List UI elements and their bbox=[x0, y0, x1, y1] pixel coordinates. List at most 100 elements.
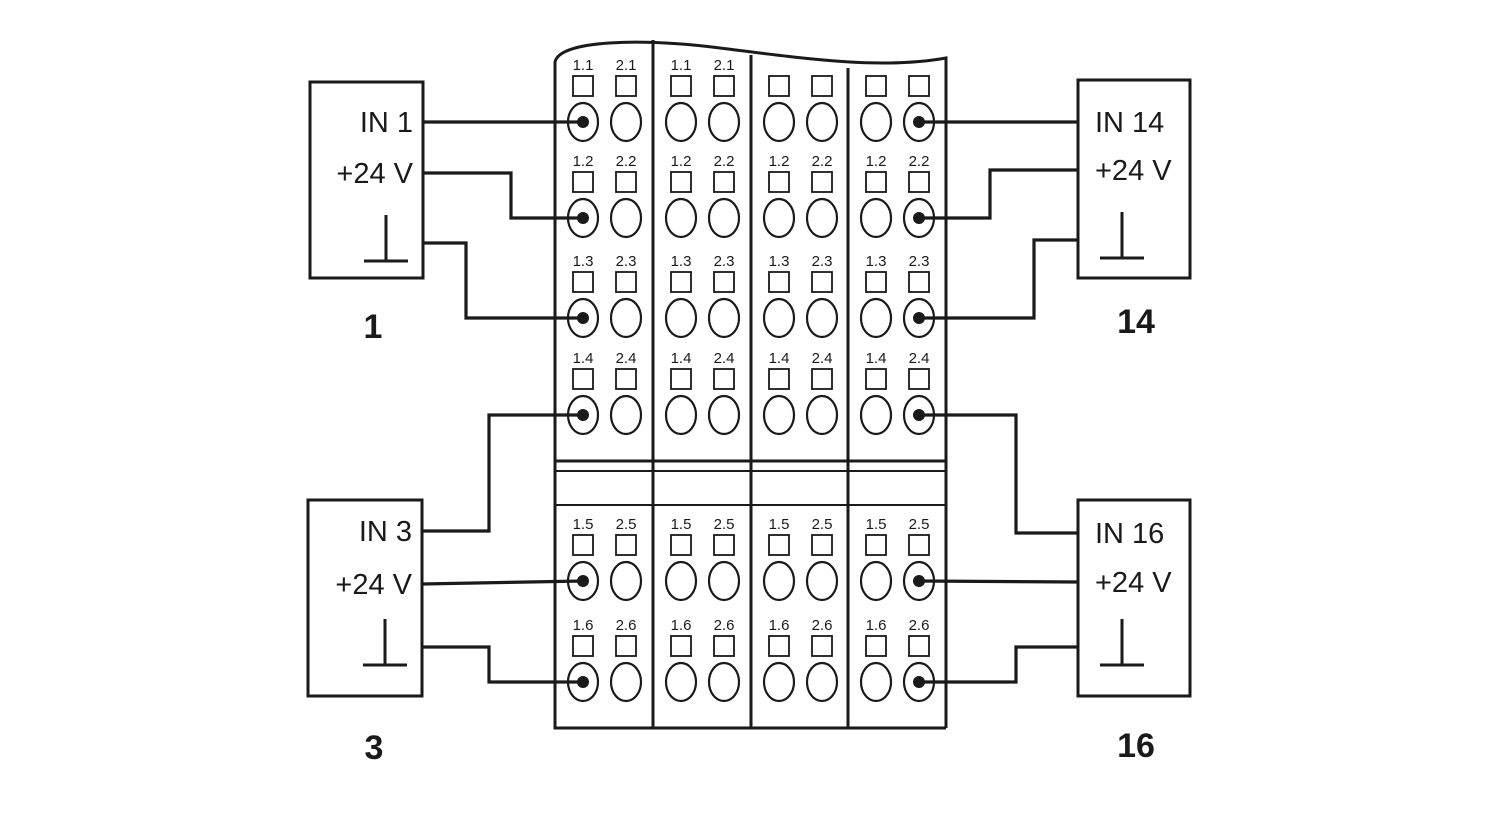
slot-label: 2.6 bbox=[616, 617, 637, 634]
terminal-hole bbox=[664, 661, 698, 703]
terminal-label: IN 16 bbox=[1095, 518, 1164, 550]
release-square bbox=[908, 635, 930, 657]
release-square bbox=[670, 271, 692, 293]
release-square bbox=[865, 171, 887, 193]
slot-label: 2.4 bbox=[909, 350, 930, 367]
slot-label: 1.5 bbox=[671, 516, 692, 533]
slot-label: 1.3 bbox=[671, 253, 692, 270]
release-square bbox=[908, 534, 930, 556]
terminal-slot: 1.6 bbox=[664, 617, 698, 703]
terminal-slot: 2.6 bbox=[902, 617, 936, 703]
release-square bbox=[865, 75, 887, 97]
terminal-slot: 1.2 bbox=[566, 153, 600, 239]
release-square bbox=[670, 368, 692, 390]
terminal-slot: 2.2 bbox=[902, 153, 936, 239]
terminal-hole bbox=[707, 661, 741, 703]
release-square bbox=[811, 534, 833, 556]
terminal-slot: 2.6 bbox=[805, 617, 839, 703]
device-outline bbox=[308, 80, 425, 280]
release-square bbox=[811, 368, 833, 390]
terminal-hole bbox=[859, 197, 893, 239]
release-square bbox=[572, 635, 594, 657]
device-box-3: IN 3+24 V3 bbox=[306, 498, 424, 767]
slot-label: 1.6 bbox=[866, 617, 887, 634]
release-square bbox=[865, 534, 887, 556]
terminal-hole bbox=[664, 560, 698, 602]
terminal-slot: 2.2 bbox=[609, 153, 643, 239]
release-square bbox=[615, 75, 637, 97]
slot-label: 2.6 bbox=[714, 617, 735, 634]
terminal-hole bbox=[609, 297, 643, 339]
terminal-slot: 2.3 bbox=[805, 253, 839, 339]
terminal-slot: 1.3 bbox=[762, 253, 796, 339]
release-square bbox=[670, 635, 692, 657]
device-number: 3 bbox=[365, 729, 384, 767]
slot-label: 1.3 bbox=[573, 253, 594, 270]
release-square bbox=[768, 635, 790, 657]
slot-label: 1.6 bbox=[769, 617, 790, 634]
terminal-hole bbox=[805, 394, 839, 436]
terminal-hole bbox=[805, 661, 839, 703]
terminal-hole bbox=[664, 197, 698, 239]
terminal-slot: 2.4 bbox=[902, 350, 936, 436]
slot-label: 2.3 bbox=[616, 253, 637, 270]
ground-icon bbox=[364, 215, 408, 263]
terminal-slot: 2.5 bbox=[805, 516, 839, 602]
terminal-hole bbox=[805, 197, 839, 239]
release-square bbox=[865, 271, 887, 293]
terminal-slot: 1.5 bbox=[859, 516, 893, 602]
terminal-hole bbox=[762, 394, 796, 436]
slot-label: 2.4 bbox=[812, 350, 833, 367]
device-number: 1 bbox=[364, 308, 383, 346]
terminal-slot: 1.3 bbox=[566, 253, 600, 339]
release-square bbox=[768, 534, 790, 556]
terminal-slot: 2.2 bbox=[805, 153, 839, 239]
terminal-slot: 2.6 bbox=[707, 617, 741, 703]
terminal-slot: 1.4 bbox=[762, 350, 796, 436]
release-square bbox=[615, 635, 637, 657]
terminal-hole bbox=[805, 560, 839, 602]
slot-label: 1.2 bbox=[573, 153, 594, 170]
terminal-hole bbox=[664, 394, 698, 436]
slot-label: 2.1 bbox=[616, 57, 637, 74]
release-square bbox=[908, 271, 930, 293]
terminal-slot: 1.3 bbox=[664, 253, 698, 339]
terminal-label: +24 V bbox=[336, 158, 413, 190]
release-square bbox=[811, 171, 833, 193]
slot-label: 2.2 bbox=[909, 153, 930, 170]
terminal-hole bbox=[707, 297, 741, 339]
terminal-slot bbox=[859, 75, 893, 143]
slot-label: 1.6 bbox=[671, 617, 692, 634]
slot-label: 1.5 bbox=[769, 516, 790, 533]
wire-16-2.5 bbox=[918, 579, 1079, 584]
wire-3-1.4 bbox=[422, 413, 583, 533]
terminal-label: +24 V bbox=[1095, 155, 1172, 187]
terminal-slot: 2.5 bbox=[609, 516, 643, 602]
wire-14-2.3 bbox=[919, 238, 1078, 320]
terminal-hole bbox=[609, 197, 643, 239]
release-square bbox=[768, 75, 790, 97]
wire-14-2.2 bbox=[919, 168, 1078, 220]
release-square bbox=[713, 271, 735, 293]
terminal-hole bbox=[805, 297, 839, 339]
terminal-label: IN 14 bbox=[1095, 107, 1164, 139]
terminal-slot: 2.1 bbox=[609, 57, 643, 143]
terminal-slot: 2.1 bbox=[707, 57, 741, 143]
slot-label: 2.4 bbox=[714, 350, 735, 367]
slot-label: 1.2 bbox=[671, 153, 692, 170]
terminal-hole bbox=[707, 101, 741, 143]
terminal-slot: 1.5 bbox=[566, 516, 600, 602]
device-box-14: IN 14+24 V14 bbox=[1076, 78, 1192, 341]
device-outline bbox=[306, 498, 424, 698]
terminal-slot: 1.6 bbox=[762, 617, 796, 703]
slot-label: 2.6 bbox=[812, 617, 833, 634]
release-square bbox=[670, 534, 692, 556]
slot-label: 1.5 bbox=[866, 516, 887, 533]
terminal-hole bbox=[859, 661, 893, 703]
device-box-16: IN 16+24 V16 bbox=[1076, 498, 1192, 765]
slot-label: 1.3 bbox=[769, 253, 790, 270]
device-outline bbox=[1076, 78, 1192, 280]
release-square bbox=[713, 534, 735, 556]
